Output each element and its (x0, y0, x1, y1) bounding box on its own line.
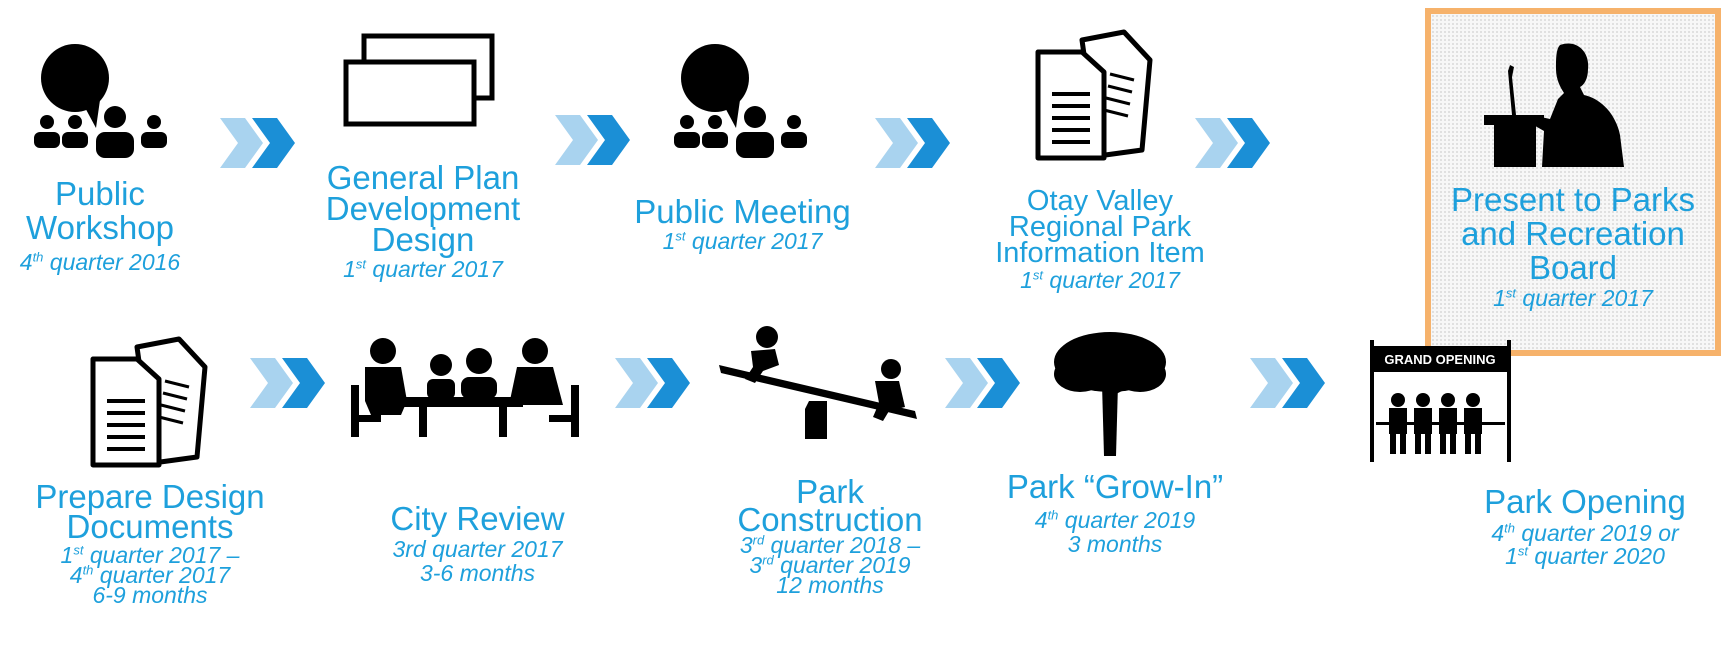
step-title: Otay Valley Regional Park Information It… (995, 185, 1205, 269)
chevron-right-icon (1250, 358, 1325, 408)
grand-opening-sign-text: GRAND OPENING (1384, 352, 1495, 367)
people-meeting-speech-icon (674, 44, 807, 158)
documents-icon (1035, 29, 1153, 161)
documents-icon (90, 336, 208, 468)
plan-sheets-icon (343, 33, 495, 127)
step-title: Park Opening (1484, 483, 1686, 520)
step-title: Public Workshop (26, 175, 174, 246)
chevron-right-icon (1195, 118, 1270, 168)
tree-icon (1054, 332, 1166, 456)
step-title: City Review (390, 500, 565, 537)
step-detail: 1st quarter 2017 (1493, 285, 1653, 311)
chevron-right-icon (220, 118, 295, 168)
step-title: Park “Grow-In” (1006, 468, 1224, 505)
people-meeting-speech-icon (34, 44, 167, 158)
chevron-right-icon (250, 358, 325, 408)
step-detail: 1st quarter 2017 (343, 256, 503, 282)
chevron-right-icon (945, 358, 1020, 408)
chevron-right-icon (615, 358, 690, 408)
step-detail: 1st quarter 2017 (662, 228, 823, 254)
step-title: Park Construction (737, 473, 923, 538)
step-title: Present to Parks and Recreation Board (1451, 181, 1695, 286)
step-title: General Plan Development Design (325, 159, 521, 258)
step-detail: 4th quarter 2016 (19, 249, 181, 275)
table-meeting-icon (351, 338, 579, 437)
step-title: Public Meeting (634, 193, 851, 230)
chevron-right-icon (875, 118, 950, 168)
chevron-right-icon (555, 115, 630, 165)
grand-opening-icon: GRAND OPENING (1370, 340, 1511, 462)
seesaw-icon (719, 326, 917, 439)
speaker-podium-icon (1484, 43, 1624, 167)
step-detail: 1st quarter 2017 (1020, 267, 1180, 293)
step-title: Prepare Design Documents (35, 478, 265, 545)
